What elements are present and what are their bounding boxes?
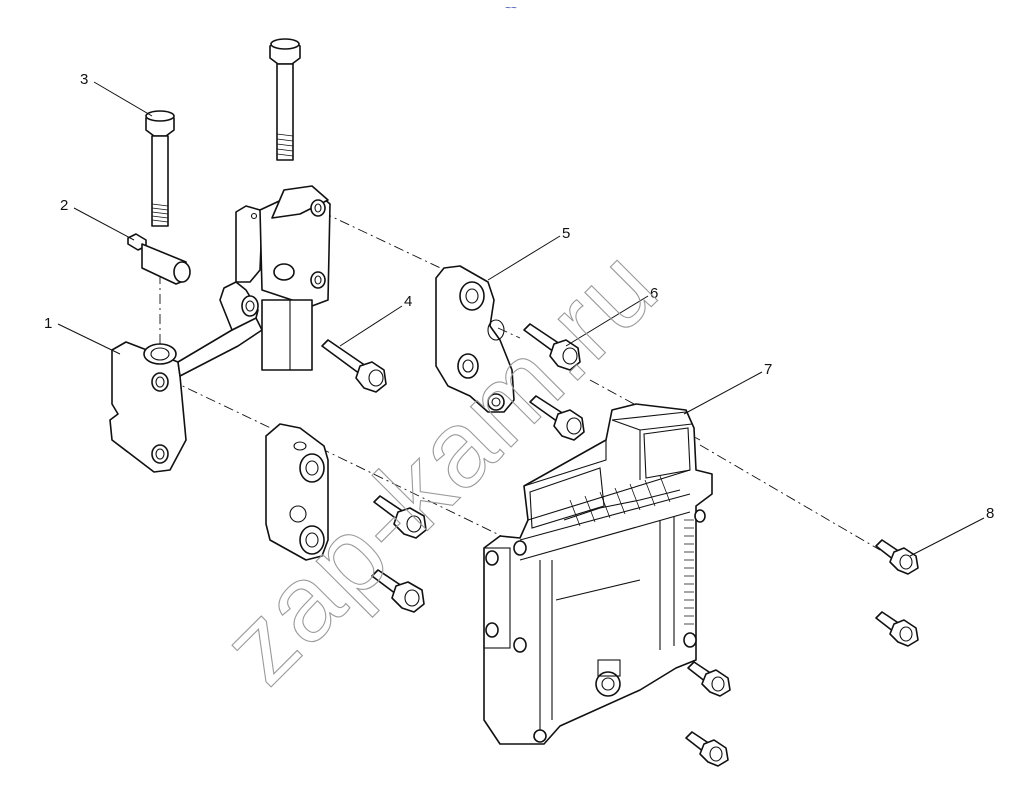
callout-6: 6 bbox=[650, 285, 658, 302]
callout-5: 5 bbox=[562, 225, 570, 242]
bolt-8a bbox=[875, 539, 919, 575]
mounting-plate-upper bbox=[435, 265, 515, 413]
bolt-4 bbox=[321, 339, 387, 393]
bolt-8d bbox=[685, 731, 729, 767]
mounting-plate-lower bbox=[265, 423, 329, 561]
bolt-long-upper bbox=[269, 38, 301, 161]
leader-lines bbox=[57, 81, 985, 557]
callout-3: 3 bbox=[80, 71, 88, 88]
bolt-8c bbox=[687, 661, 731, 697]
callout-1: 1 bbox=[44, 315, 52, 332]
callout-2: 2 bbox=[60, 197, 68, 214]
bolt-6b bbox=[529, 395, 585, 441]
control-unit bbox=[483, 403, 713, 745]
main-bracket bbox=[109, 185, 331, 473]
stud-spacer bbox=[127, 233, 191, 285]
bolt-6a bbox=[523, 323, 581, 371]
callout-7: 7 bbox=[764, 361, 772, 378]
callout-8: 8 bbox=[986, 505, 994, 522]
bolt-lower-2 bbox=[371, 569, 425, 613]
bolt-lower-1 bbox=[373, 495, 427, 539]
bolt-8b bbox=[875, 611, 919, 647]
bolt-long-left bbox=[145, 110, 175, 227]
callout-4: 4 bbox=[404, 293, 412, 310]
header-mark: ~~ bbox=[505, 3, 517, 14]
